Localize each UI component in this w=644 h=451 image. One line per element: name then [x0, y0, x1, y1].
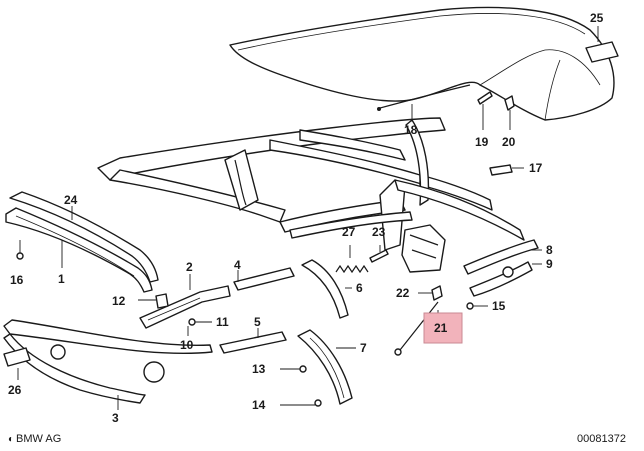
part-26-plate: [3, 347, 31, 367]
callout-1: 1: [58, 272, 65, 286]
callout-numbers: 25 18 19 20 17 24 1 16 2 4 12 11 10 5 27…: [8, 11, 604, 425]
callout-2: 2: [186, 260, 193, 274]
callout-25: 25: [590, 11, 604, 25]
callout-27: 27: [342, 225, 356, 239]
callout-11: 11: [216, 315, 229, 329]
part-21-strut: [394, 301, 439, 356]
part-23-pin: [369, 249, 389, 263]
part-18-seal: [377, 84, 471, 111]
callout-12: 12: [112, 294, 126, 308]
part-27-spring: [335, 264, 369, 274]
part-17-clip: [489, 164, 513, 176]
part-19-pin: [477, 91, 493, 105]
callout-10: 10: [180, 338, 194, 352]
callout-18: 18: [404, 123, 418, 137]
part-4-strip: [233, 267, 295, 291]
callout-17: 17: [529, 161, 543, 175]
part-3-rail: [3, 319, 213, 404]
leader-lines: [17, 26, 599, 410]
callout-5: 5: [254, 315, 261, 329]
callout-9: 9: [546, 257, 553, 271]
bmw-roundel-icon: ◐: [8, 434, 15, 445]
callout-6: 6: [356, 281, 363, 295]
callout-20: 20: [502, 135, 516, 149]
callout-13: 13: [252, 362, 266, 376]
callout-26: 26: [8, 383, 22, 397]
callout-8: 8: [546, 243, 553, 257]
callout-21: 21: [434, 321, 448, 335]
part-14-screw: [280, 399, 322, 407]
callout-22: 22: [396, 286, 410, 300]
part-8-trim: [463, 239, 539, 275]
callout-4: 4: [234, 258, 241, 272]
callout-7: 7: [360, 341, 367, 355]
part-20-clip: [504, 95, 515, 111]
part-1-seal: [5, 207, 153, 293]
part-15-screw: [466, 302, 488, 310]
highlight-box-21: [423, 312, 463, 344]
hardtop-shell: [229, 6, 615, 121]
callout-19: 19: [475, 135, 489, 149]
part-7-trim: [297, 329, 353, 405]
part-5-strip: [219, 331, 287, 354]
part-9-trim: [469, 261, 533, 297]
callout-3: 3: [112, 411, 119, 425]
callout-16: 16: [10, 273, 24, 287]
brand-text: BMW AG: [16, 433, 62, 445]
part-11-screw: [188, 318, 212, 326]
part-25-plate: [585, 41, 619, 63]
callout-14: 14: [252, 398, 266, 412]
part-22-clip: [431, 285, 443, 301]
part-2-channel: [139, 285, 231, 329]
part-13-screw: [280, 365, 307, 373]
callout-23: 23: [372, 225, 386, 239]
part-6-trim: [301, 259, 349, 319]
roof-frame: [97, 117, 525, 273]
part-16-bolt: [16, 240, 24, 260]
callout-24: 24: [64, 193, 78, 207]
part-24-seal: [9, 191, 159, 283]
part-12-bracket: [155, 293, 169, 309]
document-number: 00081372: [577, 433, 626, 445]
brand-label: ◐BMW AG: [8, 433, 61, 445]
callout-15: 15: [492, 299, 506, 313]
